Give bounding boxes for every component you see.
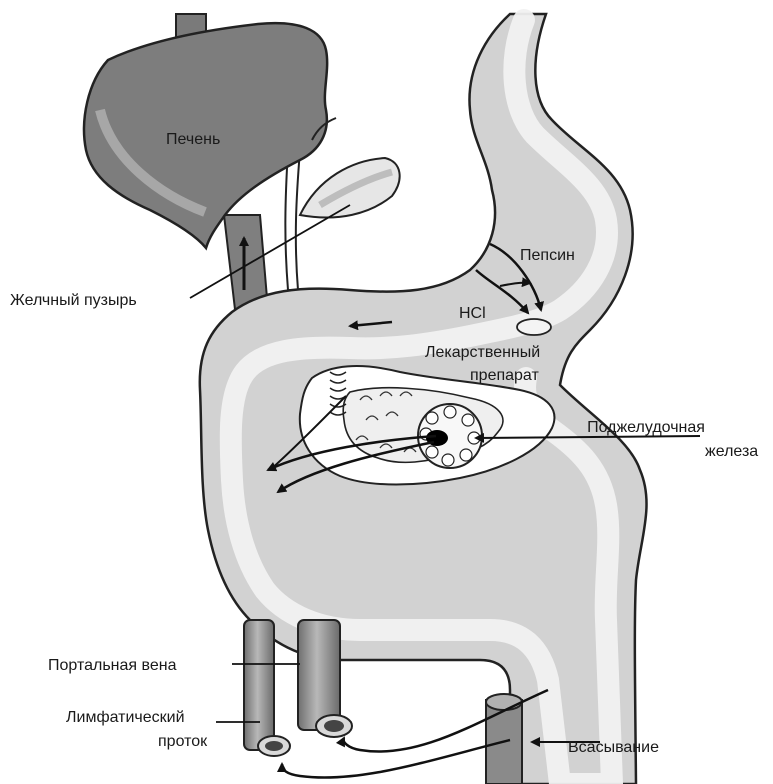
absorption-path-lymph xyxy=(282,740,510,778)
absorption-vessel-top xyxy=(486,694,522,710)
drug-label-line1: Лекарственный xyxy=(425,344,540,361)
lymphatic-duct xyxy=(244,620,274,750)
drug-pill xyxy=(517,319,551,335)
portal-vein-lumen xyxy=(324,720,344,732)
lymph-label-line1: Лимфатический xyxy=(66,709,185,726)
portal-vein-tube xyxy=(298,620,340,730)
lymphatic-duct-lumen xyxy=(265,741,283,751)
liver-label: Печень xyxy=(166,131,220,148)
drug-label-line2: препарат xyxy=(470,367,539,384)
gallbladder-label: Желчный пузырь xyxy=(10,292,137,309)
bile-duct xyxy=(285,150,300,290)
absorption-label: Всасывание xyxy=(568,739,659,756)
pepsin-label: Пепсин xyxy=(520,247,575,264)
pancreas-label-line1: Поджелудочная xyxy=(587,419,705,436)
portal-vein-label: Портальная вена xyxy=(48,657,177,674)
pancreas-label-line2: железа xyxy=(705,443,758,460)
lymph-label-line2: проток xyxy=(158,733,208,750)
hcl-label: HCl xyxy=(459,305,486,322)
